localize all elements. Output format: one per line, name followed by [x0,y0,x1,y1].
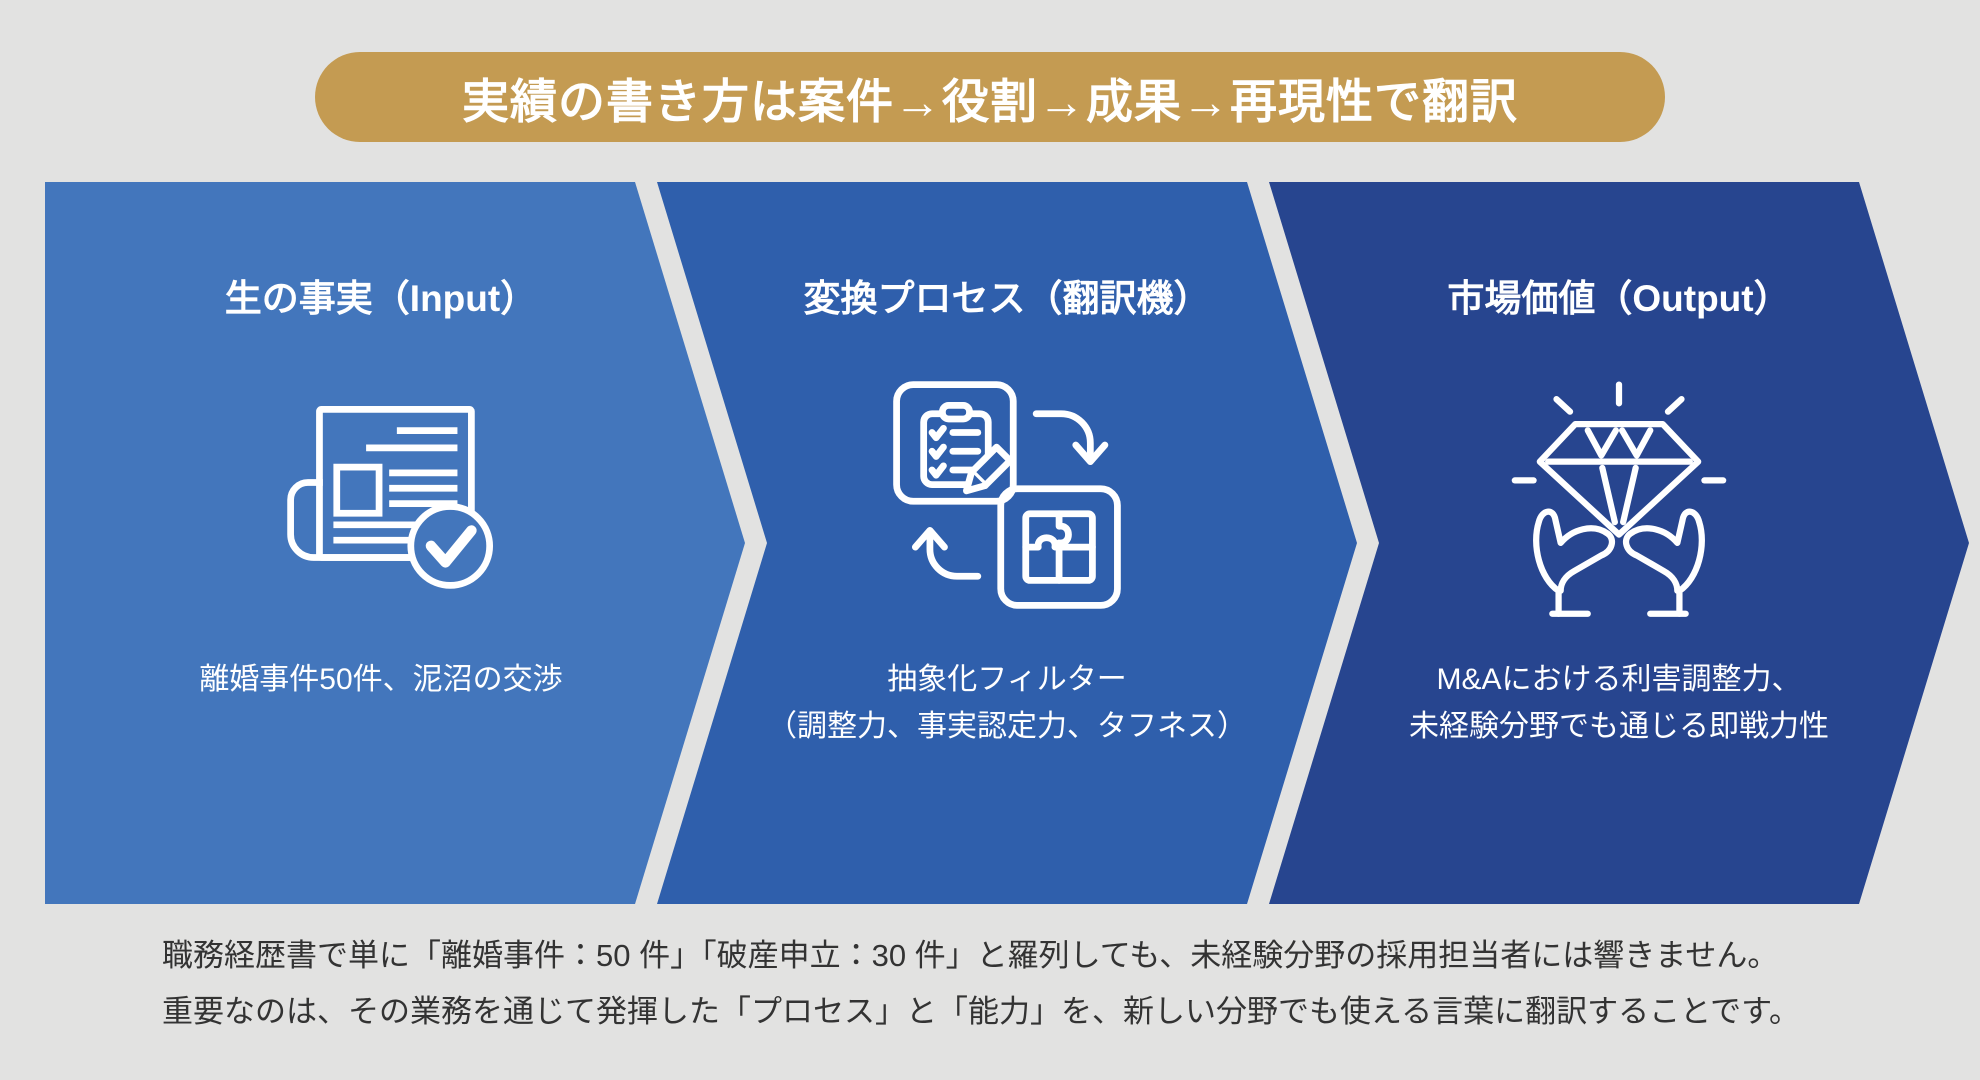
step-output-content: 市場価値（Output） [1379,182,1859,904]
step-input-caption: 離婚事件50件、泥沼の交渉 [199,656,562,703]
step-input-title: 生の事実（Input） [224,278,538,319]
step-input-caption-line: 離婚事件50件、泥沼の交渉 [199,663,563,696]
diamond-in-hands-icon [1494,360,1744,630]
footer-note-line2: 重要なのは、その業務を通じて発揮した「プロセス」と「能力」を、新しい分野でも使え… [162,994,1801,1029]
step-transform-chevron-shape [657,182,1357,904]
step-transform-caption: 抽象化フィルター （調整力、事実認定力、タフネス） [767,656,1247,750]
headline-banner: 実績の書き方は案件→役割→成果→再現性で翻訳 [315,52,1665,142]
step-output: 市場価値（Output） [1269,182,1969,904]
footer-note-line1: 職務経歴書で単に「離婚事件：50 件」「破産申立：30 件」と羅列しても、未経験… [162,938,1779,973]
process-flow: 生の事実（Input） [45,182,1975,904]
step-transform-content: 変換プロセス（翻訳機） [767,182,1247,904]
headline-text: 実績の書き方は案件→役割→成果→再現性で翻訳 [462,74,1518,128]
step-transform: 変換プロセス（翻訳機） [657,182,1357,904]
footer-note: 職務経歴書で単に「離婚事件：50 件」「破産申立：30 件」と羅列しても、未経験… [162,928,1862,1040]
step-output-caption: M&Aにおける利害調整力、 未経験分野でも通じる即戦力性 [1409,656,1829,750]
step-transform-title: 変換プロセス（翻訳機） [803,278,1211,319]
step-output-caption-line: 未経験分野でも通じる即戦力性 [1409,710,1829,743]
transform-cycle-icon [882,360,1132,630]
step-transform-caption-line: 抽象化フィルター [887,663,1127,696]
step-input-content: 生の事実（Input） [141,182,621,904]
step-output-caption-line: M&Aにおける利害調整力、 [1436,663,1802,696]
newspaper-check-icon [256,360,506,630]
step-output-title: 市場価値（Output） [1447,278,1791,319]
step-output-chevron-shape [1269,182,1969,904]
step-input: 生の事実（Input） [45,182,745,904]
step-transform-caption-line: （調整力、事実認定力、タフネス） [767,710,1247,743]
